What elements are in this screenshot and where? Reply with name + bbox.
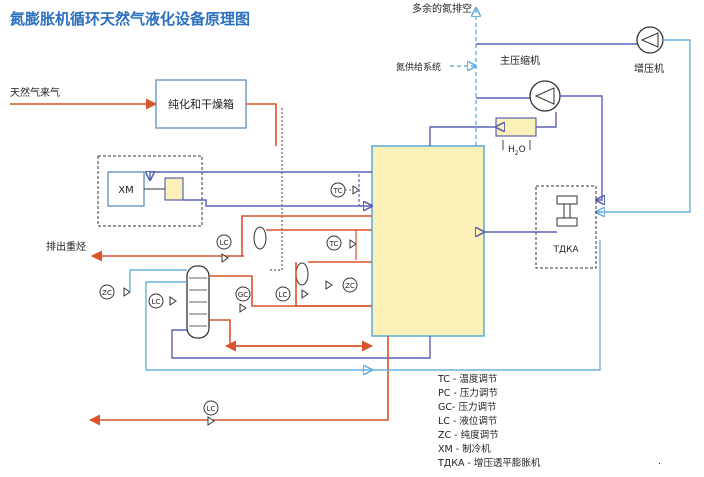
legend-item-lc: LC - 液位调节	[438, 415, 497, 427]
valve-gc	[239, 303, 247, 313]
zc-right-label: ZC	[345, 282, 355, 290]
zc-instrument-right	[342, 277, 358, 293]
expander-wheel-bottom	[556, 217, 578, 227]
legend: TC - 温度调节 PC - 压力调节 GC- 压力调节 LC - 液位调节 Z…	[437, 373, 541, 469]
heavy-hydrocarbon-label: 排出重烃	[46, 240, 86, 253]
expander-wheel-top	[556, 195, 578, 205]
purifier-label: 纯化和干燥箱	[168, 97, 234, 111]
cold-nitrogen-return	[372, 240, 601, 371]
booster-icon	[640, 32, 659, 48]
lc-left-label: LC	[152, 298, 161, 306]
tc-upper-label: TC	[333, 187, 343, 195]
lc-bottom-label: LC	[207, 405, 216, 413]
booster-label: 增压机	[634, 62, 664, 75]
cooler-to-exchanger	[429, 127, 496, 146]
refrigerator-enclosure	[97, 155, 203, 227]
gc-label: GC	[238, 291, 248, 299]
tc-middle-label: TC	[329, 240, 339, 248]
valve-lc-bottom	[207, 416, 215, 426]
lc-1-label: LC	[220, 239, 229, 247]
legend-item-tdka: ТДКА - 增压透平膨胀机	[437, 457, 541, 469]
purifier-outlet-line	[246, 103, 277, 146]
vent-label: 多余的氮排空	[412, 2, 472, 15]
legend-item-pc: PC - 压力调节	[438, 387, 498, 399]
nitrogen-line-from-xm	[183, 199, 372, 206]
purifier-box	[155, 79, 247, 129]
expander-label: ТДКА	[552, 245, 579, 255]
main-compressor-icon	[534, 87, 555, 105]
refrigerator-exchanger	[164, 177, 184, 201]
gc-instrument	[235, 286, 251, 302]
valve-lc1	[221, 253, 229, 263]
main-compressor-outlet	[560, 95, 602, 200]
legend-item-gc: GC- 压力调节	[438, 401, 496, 413]
water-label: H2O	[508, 145, 526, 157]
lc-instrument-1	[216, 234, 232, 250]
column-top-line	[209, 275, 372, 307]
zc-instrument-left	[99, 284, 115, 300]
tc-instrument-middle	[326, 235, 342, 251]
orange-line-separator1	[241, 215, 372, 256]
expander-shaft	[563, 203, 571, 219]
lc-2-label: LC	[279, 291, 288, 299]
natural-gas-inlet-label: 天然气来气	[10, 86, 60, 99]
main-heat-exchanger	[371, 145, 485, 337]
valve-tc-middle	[349, 239, 357, 249]
zc-left-label: ZC	[102, 289, 112, 297]
lc-instrument-2	[275, 286, 291, 302]
purifier-dashed-signal	[268, 108, 283, 271]
valve-lc-left	[169, 296, 177, 306]
legend-item-zc: ZC - 纯度调节	[438, 429, 499, 441]
valve-lc2	[301, 289, 309, 299]
expander-enclosure	[535, 185, 597, 269]
lng-outlet-line	[88, 336, 389, 426]
stray-dot: .	[658, 457, 661, 467]
separator-1	[253, 226, 267, 250]
nitrogen-line-to-xm	[150, 172, 372, 180]
lc-instrument-left	[148, 293, 164, 309]
main-compressor-label: 主压缩机	[500, 54, 540, 67]
cooler-link	[536, 112, 557, 128]
valve-zc-left	[123, 287, 131, 297]
cold-line-left	[145, 281, 372, 370]
legend-item-xm: XM - 制冷机	[438, 443, 491, 455]
water-cooler	[495, 117, 537, 137]
valve-zc-right	[325, 280, 333, 290]
legend-item-tc: TC - 温度调节	[437, 373, 497, 385]
valve-upper	[352, 185, 360, 195]
nitrogen-supply-label: 氮供给系统	[396, 61, 441, 73]
column-bottom-line	[209, 319, 374, 352]
separator-2	[295, 262, 309, 286]
lc-instrument-bottom	[203, 400, 219, 416]
nitrogen-line-bottom	[171, 329, 431, 359]
diagram-title: 氮膨胀机循环天然气液化设备原理图	[10, 10, 250, 28]
cold-line-zc	[129, 269, 187, 292]
refrigerator-label: XM	[118, 185, 133, 196]
booster-outlet	[596, 39, 691, 212]
